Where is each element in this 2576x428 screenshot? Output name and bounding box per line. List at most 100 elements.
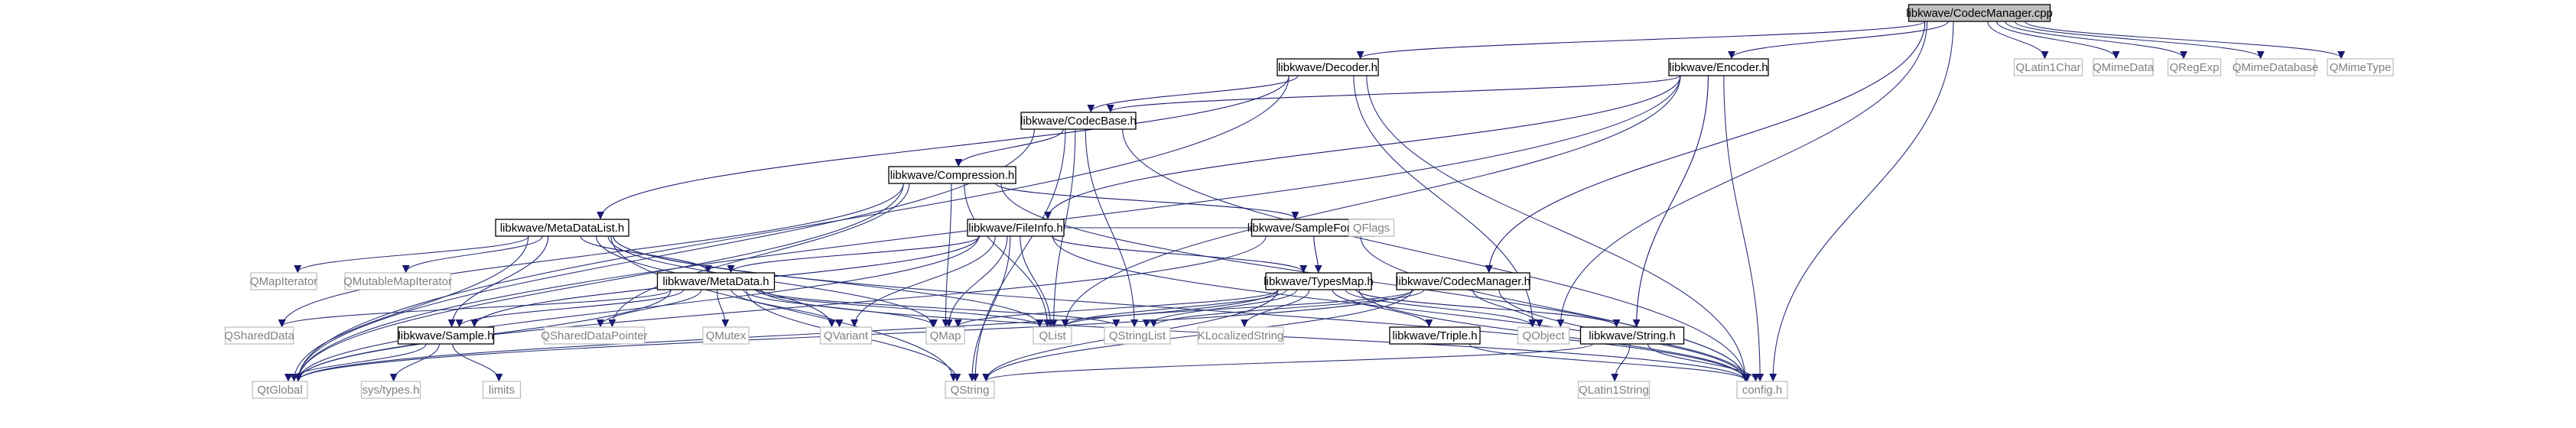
node-label: libkwave/Triple.h xyxy=(1392,329,1477,342)
edge-sample-to-systypes xyxy=(394,343,440,381)
node-label: QMimeDatabase xyxy=(2233,61,2319,74)
edge-metadatalist-to-qmutablemapiterator xyxy=(406,235,543,272)
node-sampleformat[interactable]: libkwave/SampleFormat.h xyxy=(1247,219,1380,237)
edge-metadata-to-sample xyxy=(460,289,685,326)
node-label: QMapIterator xyxy=(250,275,317,288)
node-encoder[interactable]: libkwave/Encoder.h xyxy=(1668,58,1769,76)
edge-metadata-to-qshareddatapointer xyxy=(600,289,702,326)
edge-sampleformat-to-qtglobal xyxy=(298,235,1267,381)
node-string[interactable]: libkwave/String.h xyxy=(1579,326,1685,345)
node-box xyxy=(1579,326,1685,345)
node-box xyxy=(1348,219,1395,237)
node-label: QMimeType xyxy=(2330,61,2392,74)
edge-encoder-to-qlist xyxy=(1065,75,1681,326)
node-compression[interactable]: libkwave/Compression.h xyxy=(888,166,1016,184)
edge-decoder-to-codecbase xyxy=(1091,75,1299,112)
node-qstring: QString xyxy=(945,381,995,399)
node-label: QLatin1Char xyxy=(2015,61,2080,74)
edge-compression-to-sampleformat xyxy=(995,183,1296,219)
edge-codecbase-to-compression xyxy=(958,128,1064,166)
edge-main-to-decoder xyxy=(1361,21,1926,58)
node-label: libkwave/CodecManager.h xyxy=(1396,275,1530,288)
node-typesmap[interactable]: libkwave/TypesMap.h xyxy=(1264,272,1374,290)
edge-typesmap-to-qlist xyxy=(1065,289,1287,326)
node-qobject: QObject xyxy=(1517,326,1570,345)
node-box xyxy=(2167,58,2222,76)
node-label: KLocalizedString xyxy=(1198,329,1284,342)
node-qregexp: QRegExp xyxy=(2167,58,2222,76)
node-label: libkwave/CodecManager.cpp xyxy=(1906,7,2053,20)
node-qlist: QList xyxy=(1033,326,1072,345)
node-box xyxy=(1265,272,1372,290)
edge-codecbase-to-config xyxy=(1122,128,1745,381)
edge-main-to-qmimedata xyxy=(1996,21,2116,58)
node-box xyxy=(656,272,776,290)
node-fileinfo[interactable]: libkwave/FileInfo.h xyxy=(967,219,1065,237)
edge-triple-to-config xyxy=(1469,343,1745,381)
node-sample[interactable]: libkwave/Sample.h xyxy=(397,326,495,345)
node-systypes: sys/types.h xyxy=(360,381,421,399)
edge-typesmap-to-qobject xyxy=(1345,289,1532,326)
node-triple[interactable]: libkwave/Triple.h xyxy=(1389,326,1481,345)
edge-main-to-qregexp xyxy=(2005,21,2184,58)
edge-fileinfo-to-qlist xyxy=(1020,235,1051,326)
node-box xyxy=(495,219,629,237)
edge-sample-to-qtglobal xyxy=(288,343,427,381)
edge-codecmanager-to-qobject xyxy=(1472,289,1540,326)
node-box xyxy=(1908,4,2051,22)
node-qmap: QMap xyxy=(925,326,965,345)
node-box xyxy=(945,381,995,399)
node-main[interactable]: libkwave/CodecManager.cpp xyxy=(1906,4,2053,22)
node-label: libkwave/Compression.h xyxy=(890,169,1015,182)
edge-metadatalist-to-config xyxy=(613,235,1745,381)
node-box xyxy=(888,166,1016,184)
edge-encoder-to-string xyxy=(1637,75,1709,326)
node-label: config.h xyxy=(1742,384,1783,397)
edge-fileinfo-to-typesmap xyxy=(1051,235,1304,272)
node-box xyxy=(1577,381,1651,399)
edge-sampleformat-to-typesmap xyxy=(1313,235,1319,272)
node-decoder[interactable]: libkwave/Decoder.h xyxy=(1277,58,1379,76)
node-metadatalist[interactable]: libkwave/MetaDataList.h xyxy=(495,219,629,237)
node-label: libkwave/CodecBase.h xyxy=(1020,115,1137,128)
node-qmimedata: QMimeData xyxy=(2093,58,2155,76)
node-label: libkwave/String.h xyxy=(1589,329,1675,342)
edge-metadata-to-qshareddata xyxy=(282,289,672,326)
node-box xyxy=(482,381,522,399)
edge-main-to-config xyxy=(1773,21,1954,381)
node-codecmanager[interactable]: libkwave/CodecManager.h xyxy=(1396,272,1530,290)
node-qlatin1char: QLatin1Char xyxy=(2013,58,2083,76)
edge-fileinfo-to-qstring xyxy=(972,235,1011,381)
node-label: QMap xyxy=(930,329,961,342)
node-config: config.h xyxy=(1736,381,1788,399)
node-label: QString xyxy=(951,384,990,397)
node-label: QFlags xyxy=(1353,222,1390,235)
node-label: libkwave/Encoder.h xyxy=(1669,61,1768,74)
edge-fileinfo-to-config xyxy=(1052,235,1745,381)
node-box xyxy=(1033,326,1072,345)
node-metadata[interactable]: libkwave/MetaData.h xyxy=(656,272,776,290)
edge-metadata-to-qvariant xyxy=(730,289,839,326)
node-label: libkwave/MetaDataList.h xyxy=(500,222,625,235)
node-box xyxy=(925,326,965,345)
edge-main-to-encoder xyxy=(1732,21,1949,58)
node-box xyxy=(1197,326,1284,345)
edge-encoder-to-codecbase xyxy=(1111,75,1681,112)
node-label: limits xyxy=(489,384,515,397)
node-qmimetype: QMimeType xyxy=(2327,58,2394,76)
node-label: sys/types.h xyxy=(362,384,419,397)
node-box xyxy=(543,326,646,345)
node-qtglobal: QtGlobal xyxy=(252,381,308,399)
node-box xyxy=(1668,58,1769,76)
node-label: libkwave/Decoder.h xyxy=(1278,61,1377,74)
node-box xyxy=(1389,326,1481,345)
edge-compression-to-qlist xyxy=(964,183,1048,326)
edge-string-to-qlatin1string xyxy=(1615,343,1631,381)
node-box xyxy=(2093,58,2154,76)
edge-fileinfo-to-qmap xyxy=(949,235,1008,326)
edge-metadata-to-qlist xyxy=(756,289,1040,326)
node-codecbase[interactable]: libkwave/CodecBase.h xyxy=(1020,112,1137,130)
node-label: QRegExp xyxy=(2169,61,2219,74)
node-label: QMutableMapIterator xyxy=(343,275,452,288)
edge-main-to-codecmanager xyxy=(1489,21,1926,272)
